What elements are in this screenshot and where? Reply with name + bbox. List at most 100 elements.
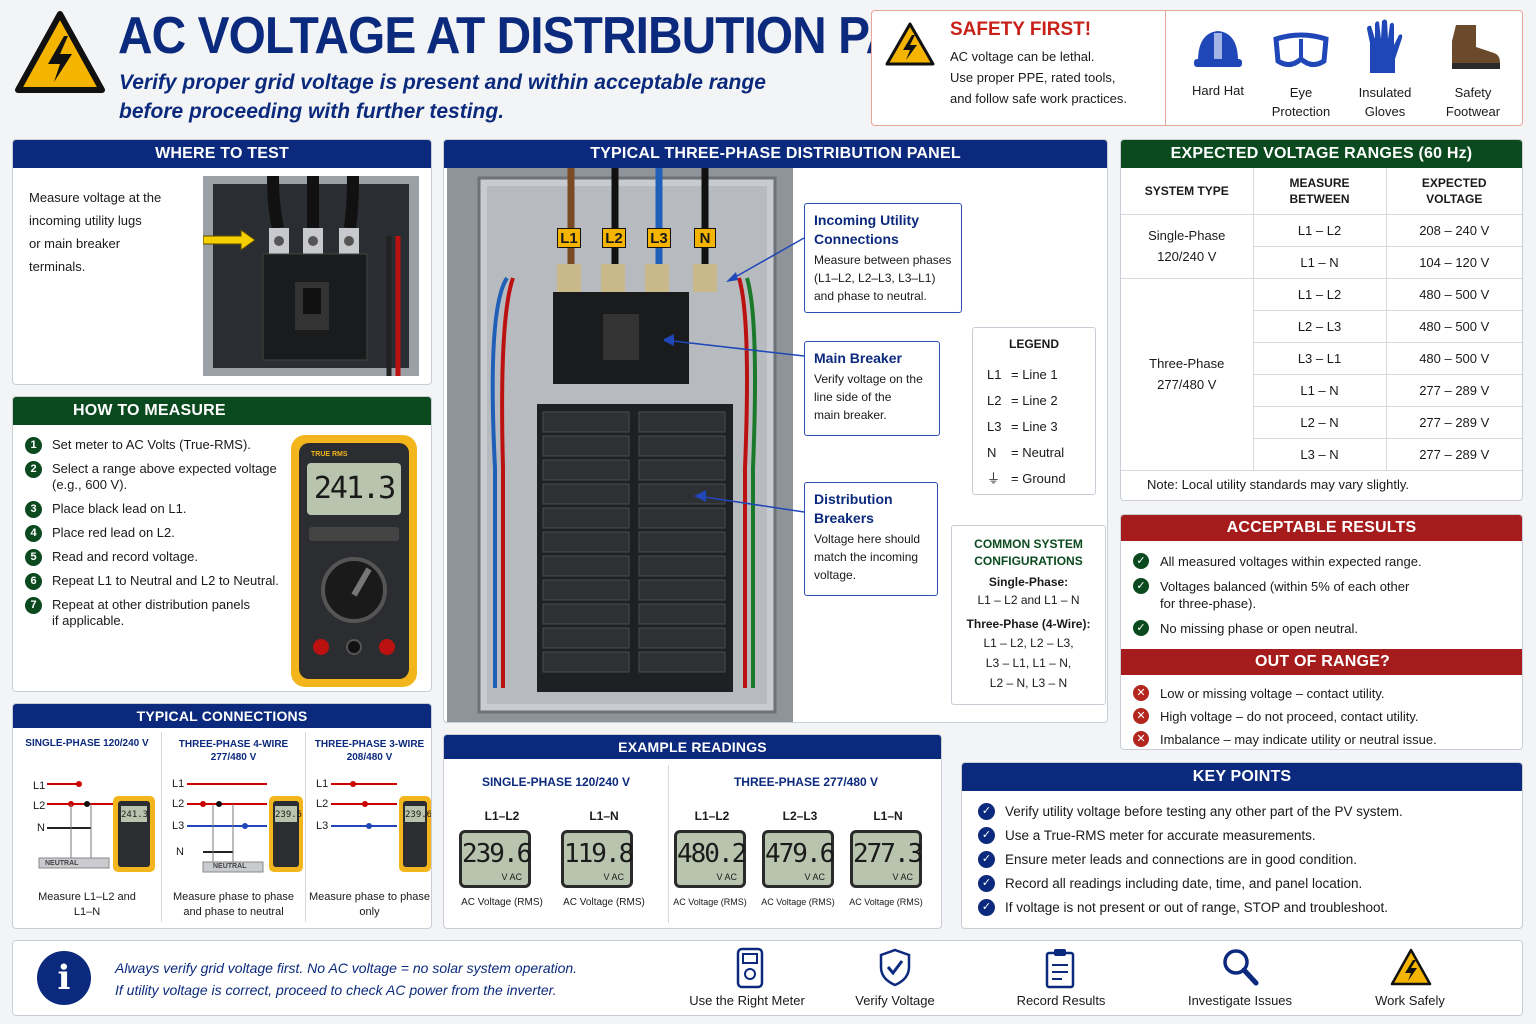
ppe-label-line: Gloves xyxy=(1364,104,1406,119)
mini-meter-reading: 239.5 xyxy=(275,810,303,820)
legend-value: = Neutral xyxy=(1011,445,1065,460)
key-point: ✓Record all readings including date, tim… xyxy=(978,875,1518,892)
measure-cell: L1 – L2 xyxy=(1253,278,1387,311)
red-jack xyxy=(379,639,395,655)
callout-distribution-breakers: Distribution Breakers Voltage here shoul… xyxy=(804,482,938,596)
system-line: Three-Phase xyxy=(1149,356,1225,371)
key-points-panel: KEY POINTS ✓Verify utility voltage befor… xyxy=(961,762,1523,929)
acceptable-list: ✓All measured voltages within expected r… xyxy=(1133,553,1513,637)
typical-connections-panel: TYPICAL CONNECTIONS SINGLE-PHASE 120/240… xyxy=(12,703,432,929)
footer-line: Always verify grid voltage first. No AC … xyxy=(115,960,578,976)
legend-key: N xyxy=(987,445,997,460)
acceptable-text: for three-phase). xyxy=(1160,596,1257,611)
acceptable-text: No missing phase or open neutral. xyxy=(1160,621,1359,636)
callout-line: voltage. xyxy=(814,568,857,582)
out-of-range-list: ✕Low or missing voltage – contact utilit… xyxy=(1133,685,1513,748)
config-line: L3 – L1, L1 – N, xyxy=(985,656,1072,670)
glove-icon xyxy=(1367,19,1403,73)
out-of-range-header: OUT OF RANGE? xyxy=(1121,649,1522,675)
conn-col-title: SINGLE-PHASE 120/240 V xyxy=(25,738,149,749)
safety-line: and follow safe work practices. xyxy=(950,91,1128,106)
phase-tag-l3: L3 xyxy=(647,228,671,248)
step-text: if applicable. xyxy=(52,613,125,628)
main-breaker-photo xyxy=(203,176,419,376)
callout-line: (L1–L2, L2–L3, L3–L1) xyxy=(814,271,936,285)
divider xyxy=(1165,11,1166,125)
distribution-panel-photo xyxy=(447,168,793,722)
measure-cell: L2 – L3 xyxy=(1253,310,1387,343)
high-voltage-warning-icon xyxy=(15,11,105,93)
step-text: Read and record voltage. xyxy=(52,549,198,564)
configs-title-line: CONFIGURATIONS xyxy=(974,554,1083,568)
boot-icon xyxy=(1452,25,1500,69)
safety-title: SAFETY FIRST! xyxy=(950,19,1092,40)
step-text: Repeat at other distribution panels xyxy=(52,597,251,612)
warning-icon xyxy=(885,22,935,66)
callout-line: and phase to neutral. xyxy=(814,289,927,303)
step-text: Set meter to AC Volts (True-RMS). xyxy=(52,437,251,452)
black-jack xyxy=(346,639,362,655)
title-line: THREE-PHASE 4-WIRE xyxy=(178,739,289,750)
line-label: N xyxy=(37,822,45,834)
line-label: N xyxy=(176,846,184,858)
caption-line: L1–N xyxy=(73,906,101,918)
check-icon: ✓ xyxy=(1133,620,1149,636)
reading-value: 480.2 xyxy=(677,839,747,869)
config-line: L2 – N, L3 – N xyxy=(989,676,1068,690)
neutral-bar-label: NEUTRAL xyxy=(213,863,247,870)
acceptable-item: ✓ No missing phase or open neutral. xyxy=(1133,620,1513,637)
key-point: ✓Ensure meter leads and connections are … xyxy=(978,851,1518,868)
out-of-range-item: ✕Low or missing voltage – contact utilit… xyxy=(1133,685,1513,702)
caption-line: Measure phase to phase xyxy=(308,891,431,903)
step-number: 3 xyxy=(25,501,42,518)
measure-cell: L3 – L1 xyxy=(1253,342,1387,375)
system-line: 120/240 V xyxy=(1157,249,1217,264)
neutral-bar-label: NEUTRAL xyxy=(45,860,79,867)
measure-cell: L2 – N xyxy=(1253,406,1387,439)
check-icon: ✓ xyxy=(1133,578,1149,594)
measure-cell: L1 – L2 xyxy=(1253,214,1387,247)
divider xyxy=(668,765,669,923)
callout-title: Incoming Utility xyxy=(814,212,919,228)
out-of-range-text: Low or missing voltage – contact utility… xyxy=(1160,686,1385,701)
reading-label: L1–N xyxy=(873,809,903,823)
meter-icon xyxy=(736,947,764,989)
ground-icon: ⏚ xyxy=(987,471,1001,486)
footer-icon-label: Investigate Issues xyxy=(1187,993,1293,1008)
config-single-label: Single-Phase: xyxy=(988,575,1069,589)
clipboard-icon xyxy=(1045,949,1075,989)
key-point-text: If voltage is not present or out of rang… xyxy=(1005,900,1388,915)
legend-item: L1= Line 1 xyxy=(987,362,1066,388)
expected-cell: 480 – 500 V xyxy=(1386,310,1522,343)
line-label: L1 xyxy=(172,778,185,790)
out-of-range-item: ✕High voltage – do not proceed, contact … xyxy=(1133,708,1513,725)
subtitle-line-1: Verify proper grid voltage is present an… xyxy=(119,71,766,94)
col-header-line: MEASURE xyxy=(1289,175,1350,190)
step-number: 6 xyxy=(25,573,42,590)
distribution-panel-header: TYPICAL THREE-PHASE DISTRIBUTION PANEL xyxy=(444,140,1107,168)
step-number: 2 xyxy=(25,461,42,478)
key-point-text: Record all readings including date, time… xyxy=(1005,876,1363,891)
safety-line: AC voltage can be lethal. xyxy=(950,49,1095,64)
acceptable-results-header: ACCEPTABLE RESULTS xyxy=(1121,515,1522,541)
caption-line: only xyxy=(359,906,380,918)
caption-line: Measure phase to phase xyxy=(172,891,295,903)
